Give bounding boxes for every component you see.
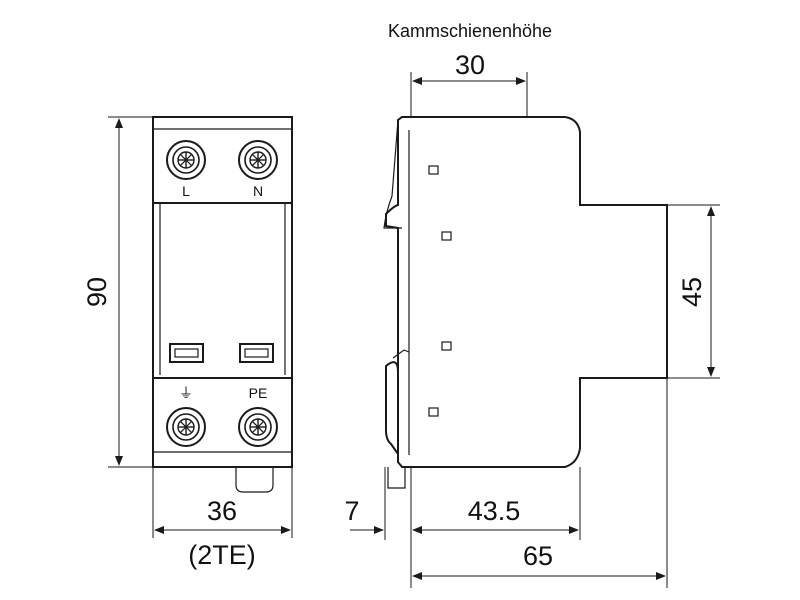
terminal-screw-ground-icon xyxy=(166,407,206,447)
status-window-right-inner xyxy=(244,348,269,358)
dim-width-label: 36 xyxy=(207,496,237,526)
terminal-screw-l-icon xyxy=(166,140,206,180)
side-vent-4 xyxy=(428,407,439,417)
terminal-screw-n-icon xyxy=(238,140,278,180)
ground-symbol-icon: ⏚ xyxy=(179,385,193,401)
dim-width-note: (2TE) xyxy=(188,540,256,570)
terminal-screw-pe-icon xyxy=(238,407,278,447)
dim-rail-value: 45 xyxy=(677,277,707,307)
terminal-label-l: L xyxy=(182,183,190,199)
side-clip-tab xyxy=(387,467,406,489)
side-vent-3 xyxy=(441,341,452,351)
side-lower-latch xyxy=(392,349,410,359)
dim-offset-value: 7 xyxy=(344,496,359,526)
dim-height-label: 90 xyxy=(82,277,112,307)
side-upper-hook xyxy=(383,116,403,229)
dim-front-depth-value: 43.5 xyxy=(468,496,521,526)
dim-busbar-value: 30 xyxy=(455,50,485,80)
status-window-left-inner xyxy=(174,348,199,358)
side-vent-1 xyxy=(428,165,439,175)
side-view: Kammschienenhöhe 30 45 7 43.5 65 xyxy=(344,21,720,588)
terminal-label-n: N xyxy=(253,183,263,199)
status-window-left xyxy=(169,343,204,363)
side-vent-2 xyxy=(441,231,452,241)
din-clip-tab xyxy=(235,467,274,493)
side-housing xyxy=(385,116,668,468)
status-window-right xyxy=(239,343,274,363)
front-housing xyxy=(152,116,293,468)
terminal-label-pe: PE xyxy=(249,385,268,401)
dim-total-depth-value: 65 xyxy=(523,541,553,571)
busbar-height-label: Kammschienenhöhe xyxy=(388,21,552,41)
front-view: L N ⏚ PE 90 36 (2TE) xyxy=(82,116,293,570)
